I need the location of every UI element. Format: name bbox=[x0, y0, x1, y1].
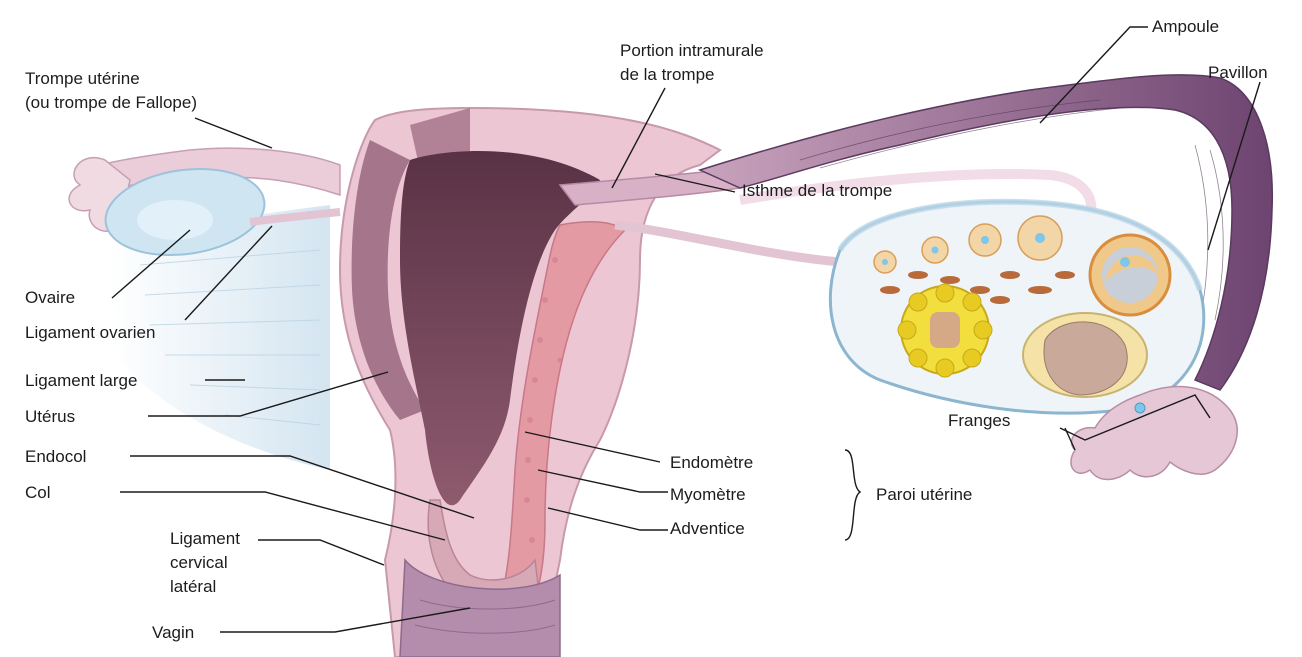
label-ligament-cervical-1: Ligament bbox=[170, 528, 240, 549]
label-ligament-ovarien: Ligament ovarien bbox=[25, 322, 155, 343]
label-pavillon: Pavillon bbox=[1208, 62, 1268, 83]
label-uterus: Utérus bbox=[25, 406, 75, 427]
label-trompe-uterine-1: Trompe utérine bbox=[25, 68, 140, 89]
label-ligament-cervical-2: cervical bbox=[170, 552, 228, 573]
label-ligament-cervical-3: latéral bbox=[170, 576, 216, 597]
label-trompe-uterine-2: (ou trompe de Fallope) bbox=[25, 92, 197, 113]
label-adventice: Adventice bbox=[670, 518, 745, 539]
label-ampoule: Ampoule bbox=[1152, 16, 1219, 37]
label-portion-intramurale-1: Portion intramurale bbox=[620, 40, 764, 61]
label-ovaire: Ovaire bbox=[25, 287, 75, 308]
label-endometre: Endomètre bbox=[670, 452, 753, 473]
label-vagin: Vagin bbox=[152, 622, 194, 643]
label-ligament-large: Ligament large bbox=[25, 370, 137, 391]
label-col: Col bbox=[25, 482, 51, 503]
label-myometre: Myomètre bbox=[670, 484, 746, 505]
label-endocol: Endocol bbox=[25, 446, 86, 467]
label-portion-intramurale-2: de la trompe bbox=[620, 64, 715, 85]
label-isthme: Isthme de la trompe bbox=[742, 180, 892, 201]
label-franges: Franges bbox=[948, 410, 1010, 431]
label-paroi-uterine: Paroi utérine bbox=[876, 484, 972, 505]
